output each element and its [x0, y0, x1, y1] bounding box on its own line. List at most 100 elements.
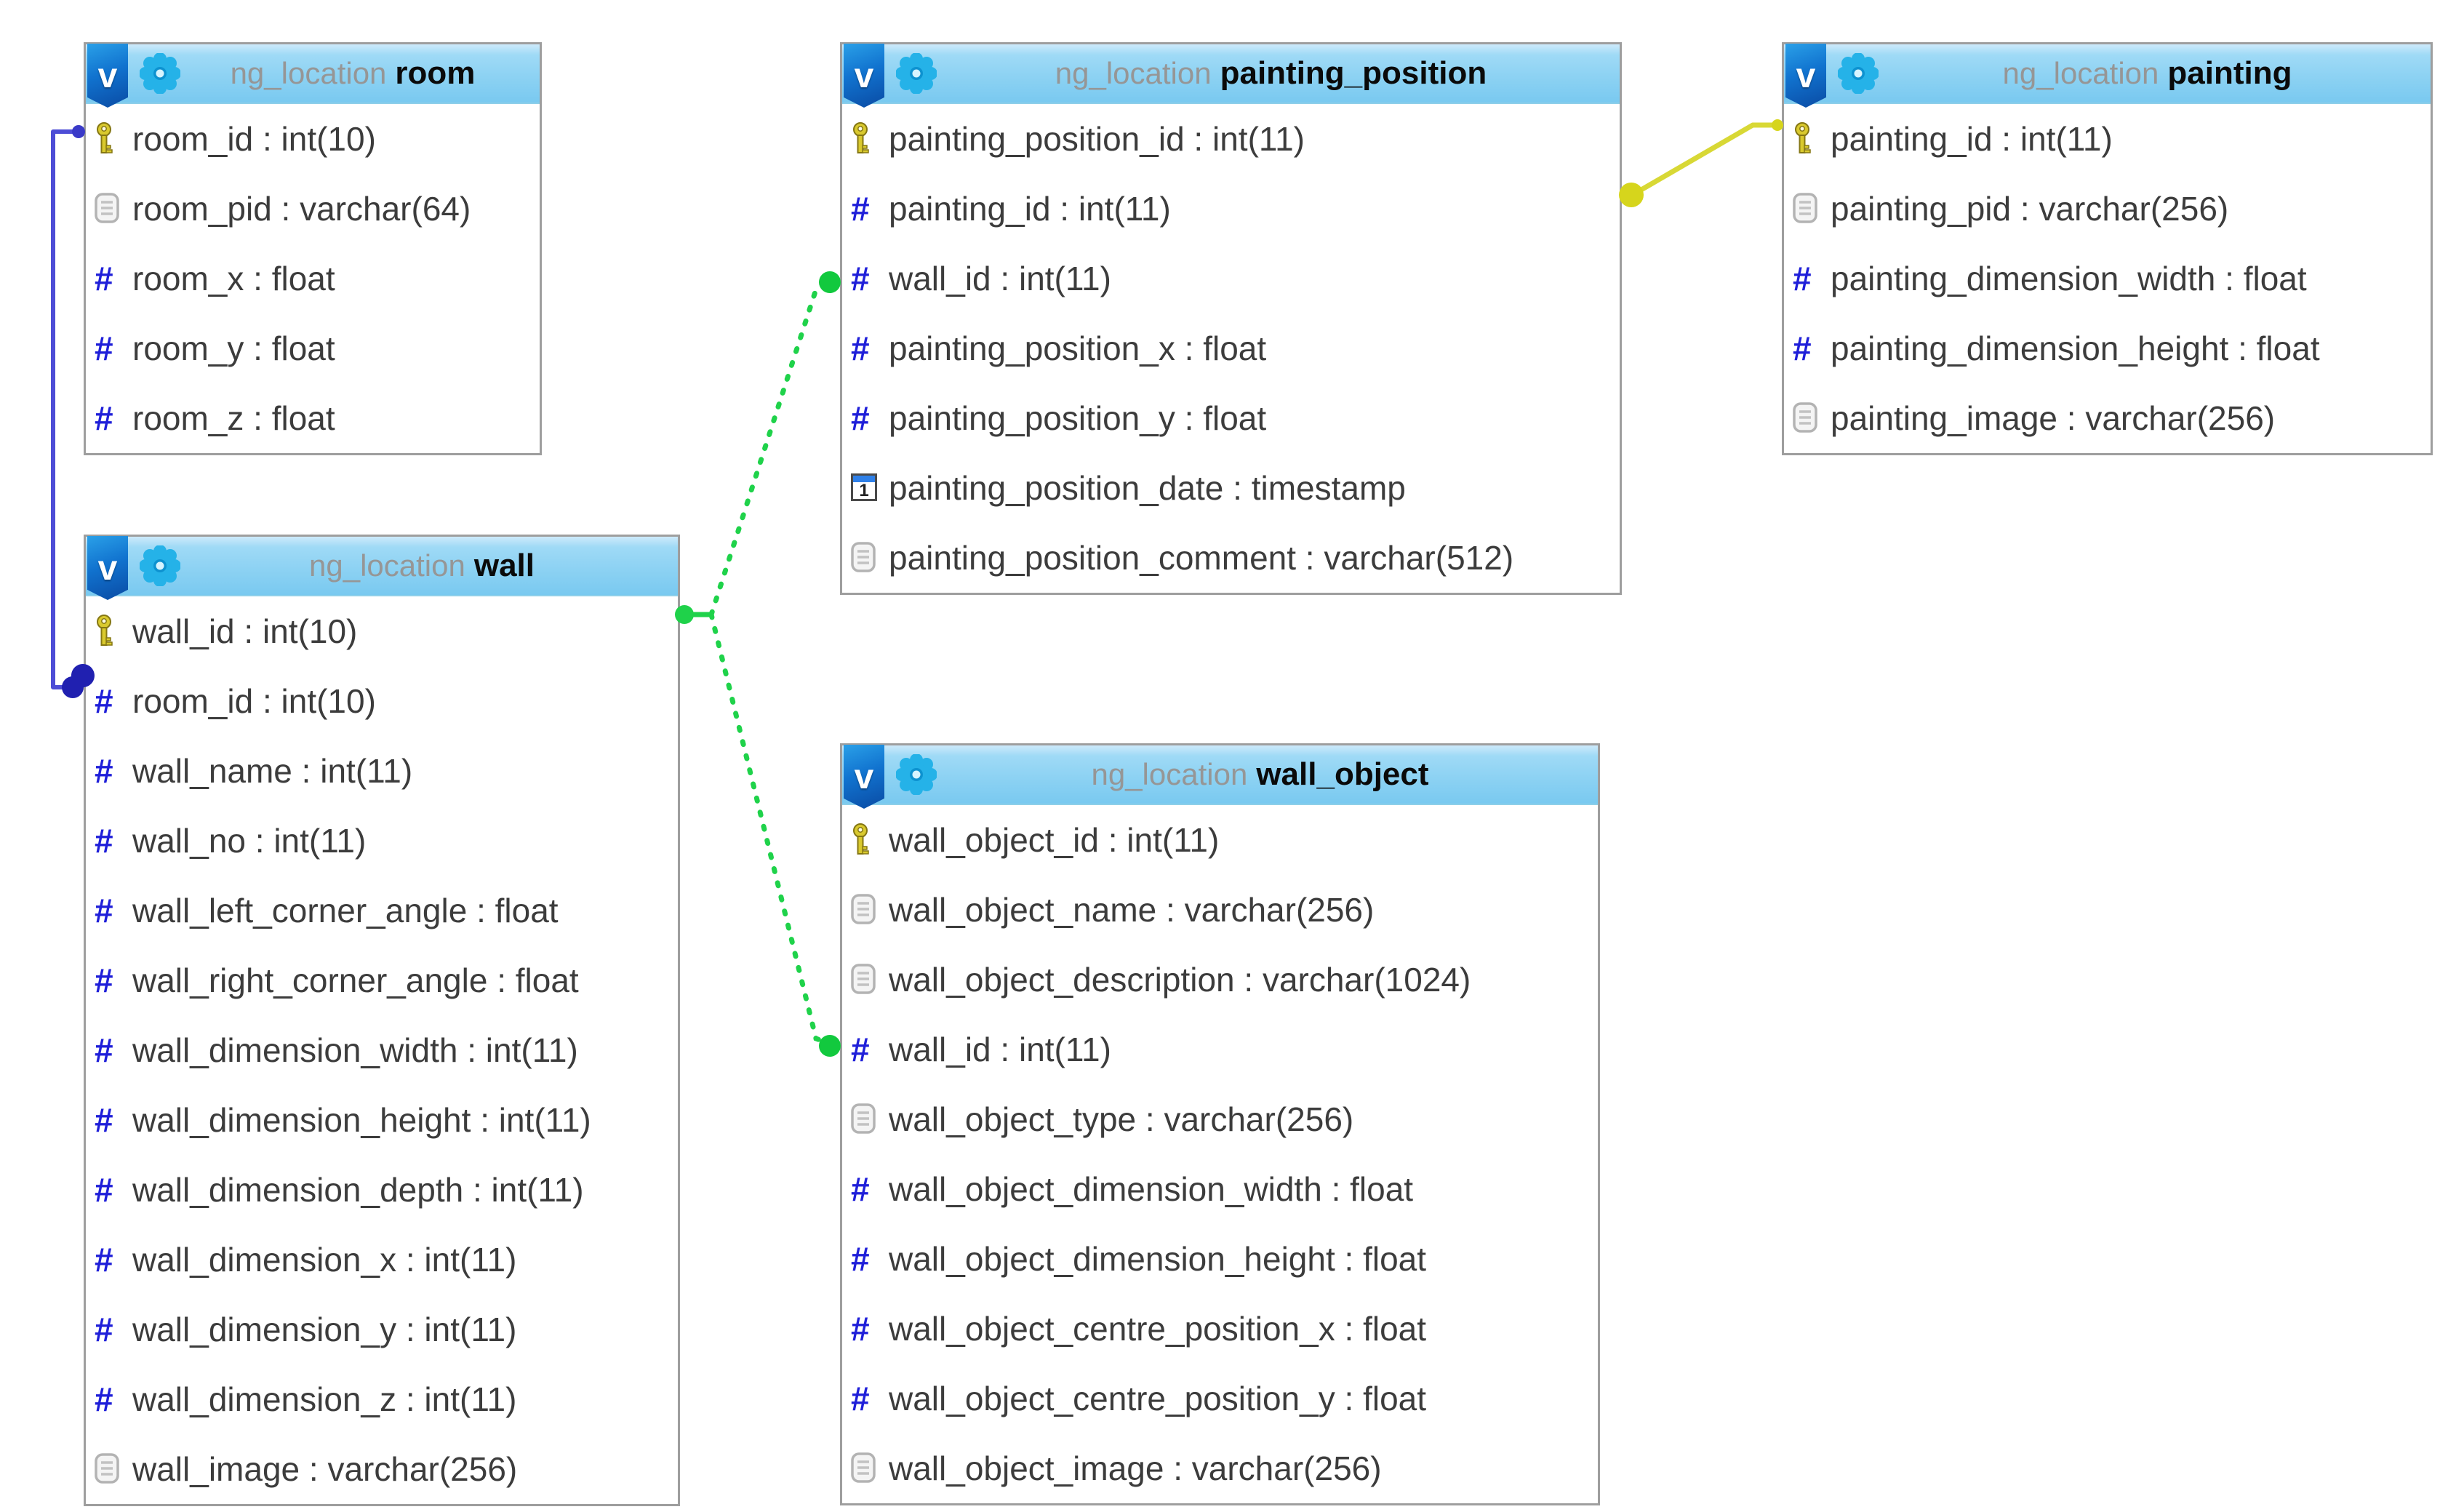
- schema-name: ng_location: [230, 56, 387, 90]
- gear-icon: [140, 53, 180, 94]
- view-badge: v: [87, 536, 128, 600]
- varchar-icon: [851, 1452, 889, 1484]
- timestamp-icon: 1: [851, 472, 889, 504]
- column-row: #wall_object_centre_position_x : float: [851, 1310, 1427, 1348]
- numeric-icon: #: [95, 1171, 113, 1209]
- view-badge: v: [844, 44, 884, 108]
- numeric-icon: #: [851, 1031, 870, 1068]
- numeric-icon: #: [851, 1240, 870, 1278]
- numeric-icon: #: [95, 752, 113, 790]
- varchar-icon: [1793, 402, 1831, 434]
- column-row: #wall_dimension_height : int(11): [95, 1101, 591, 1139]
- column-row: #painting_position_y : float: [851, 399, 1267, 437]
- varchar-icon: [851, 964, 889, 996]
- column-row: painting_id : int(11): [1784, 104, 2431, 174]
- numeric-icon: #: [851, 1310, 870, 1348]
- numeric-icon: #: [95, 1031, 113, 1069]
- column-row: #painting_id : int(11): [851, 190, 1171, 228]
- table-wall-object-columns: wall_object_id : int(11) wall_object_nam…: [842, 805, 1598, 1503]
- relation-wall-painting-position[interactable]: [675, 271, 841, 624]
- column-row: wall_object_id : int(11): [842, 805, 1598, 875]
- column-row: #wall_dimension_x : int(11): [95, 1241, 517, 1279]
- column-row: #wall_dimension_width : int(11): [95, 1031, 578, 1069]
- primary-key-icon: [851, 121, 889, 156]
- table-wall-columns: wall_id : int(10) #room_id : int(10) #wa…: [86, 596, 678, 1504]
- table-painting-position-columns: painting_position_id : int(11) #painting…: [842, 104, 1620, 593]
- numeric-icon: #: [851, 1380, 870, 1417]
- numeric-icon: #: [95, 329, 113, 367]
- gear-icon: [896, 754, 937, 795]
- numeric-icon: #: [95, 399, 113, 437]
- varchar-icon: [851, 1103, 889, 1135]
- table-painting-columns: painting_id : int(11) painting_pid : var…: [1784, 104, 2431, 453]
- column-row: #wall_object_centre_position_y : float: [851, 1380, 1427, 1417]
- table-name: painting: [2167, 55, 2292, 91]
- view-badge: v: [1785, 44, 1826, 108]
- numeric-icon: #: [851, 260, 870, 297]
- varchar-icon: [95, 193, 132, 225]
- primary-key-icon: [1793, 121, 1831, 156]
- numeric-icon: #: [851, 329, 870, 367]
- numeric-icon: #: [95, 1101, 113, 1139]
- column-row: room_pid : varchar(64): [86, 174, 540, 244]
- column-row: #wall_object_dimension_width : float: [851, 1170, 1414, 1208]
- column-row: wall_object_type : varchar(256): [842, 1084, 1598, 1154]
- column-row: #wall_dimension_depth : int(11): [95, 1171, 584, 1209]
- primary-key-icon: [851, 823, 889, 857]
- relation-wall-wall-object[interactable]: [708, 612, 841, 1057]
- numeric-icon: #: [95, 1311, 113, 1348]
- column-row: wall_object_description : varchar(1024): [842, 945, 1598, 1015]
- column-row: #room_id : int(10): [95, 682, 376, 720]
- relation-painting-position-painting[interactable]: [1619, 119, 1783, 207]
- column-row: #wall_id : int(11): [851, 260, 1111, 297]
- column-row: #wall_right_corner_angle : float: [95, 961, 579, 999]
- column-row: #painting_position_x : float: [851, 329, 1267, 367]
- column-row: #wall_dimension_y : int(11): [95, 1311, 517, 1348]
- column-row: painting_pid : varchar(256): [1784, 174, 2431, 244]
- schema-name: ng_location: [1091, 757, 1248, 791]
- table-room-columns: room_id : int(10) room_pid : varchar(64)…: [86, 104, 540, 453]
- schema-name: ng_location: [309, 548, 465, 583]
- column-row: #room_y : float: [95, 329, 335, 367]
- gear-icon: [140, 545, 180, 586]
- primary-key-icon: [95, 121, 132, 156]
- view-badge: v: [844, 745, 884, 809]
- numeric-icon: #: [95, 1241, 113, 1279]
- column-row: #painting_dimension_height : float: [1793, 329, 2320, 367]
- gear-icon: [896, 53, 937, 94]
- column-row: #wall_no : int(11): [95, 822, 367, 860]
- numeric-icon: #: [95, 1380, 113, 1418]
- numeric-icon: #: [851, 190, 870, 228]
- schema-name: ng_location: [2002, 56, 2159, 90]
- numeric-icon: #: [95, 961, 113, 999]
- table-name: room: [395, 55, 476, 91]
- numeric-icon: #: [1793, 329, 1812, 367]
- primary-key-icon: [95, 614, 132, 649]
- column-row: painting_position_comment : varchar(512): [842, 523, 1620, 593]
- column-row: painting_image : varchar(256): [1784, 383, 2431, 453]
- numeric-icon: #: [851, 399, 870, 437]
- gear-icon: [1838, 53, 1879, 94]
- column-row: #room_z : float: [95, 399, 335, 437]
- column-row: #wall_dimension_z : int(11): [95, 1380, 517, 1418]
- column-row: wall_object_name : varchar(256): [842, 875, 1598, 945]
- column-row: wall_image : varchar(256): [86, 1434, 678, 1504]
- column-row: wall_object_image : varchar(256): [842, 1433, 1598, 1503]
